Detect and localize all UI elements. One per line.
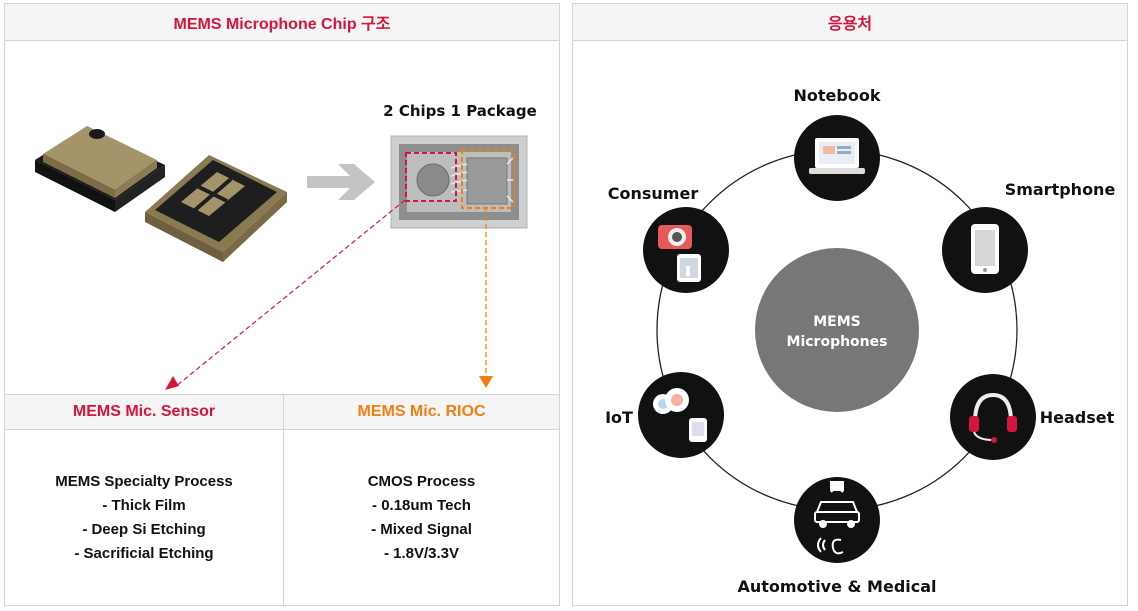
applications-panel: 응용처 MEMS Microphones Notebook	[572, 3, 1128, 606]
smartphone-icon	[971, 224, 999, 274]
sensor-pointer-line	[174, 199, 406, 388]
automotive-label: Automotive & Medical	[737, 577, 936, 596]
sensor-pointer-arrow-icon	[165, 376, 179, 390]
sensor-line: - Sacrificial Etching	[74, 544, 214, 562]
center-circle	[755, 248, 919, 412]
headset-node: Headset	[950, 374, 1115, 460]
headset-icon	[969, 392, 1017, 443]
sensor-title: MEMS Mic. Sensor	[72, 403, 216, 420]
rioc-line: - Mixed Signal	[371, 520, 472, 538]
applications-title: 응용처	[573, 4, 1127, 41]
rioc-line: CMOS Process	[367, 472, 476, 490]
chip-structure-title: MEMS Microphone Chip 구조	[5, 4, 559, 41]
iot-label: IoT	[605, 408, 633, 427]
package-label: 2 Chips 1 Package	[383, 102, 537, 120]
sensor-details: MEMS Specialty Process - Thick Film - De…	[5, 430, 283, 605]
consumer-label: Consumer	[608, 184, 699, 203]
transition-arrow-icon	[307, 164, 375, 200]
rioc-header: MEMS Mic. RIOC	[284, 394, 559, 430]
consumer-icon	[658, 225, 701, 282]
chip-bottom-view-icon	[145, 155, 287, 262]
center-label-line2: Microphones	[787, 334, 888, 350]
rioc-details: CMOS Process - 0.18um Tech - Mixed Signa…	[284, 430, 559, 605]
rioc-pointer-arrow-icon	[479, 376, 493, 388]
rioc-line: - 1.8V/3.3V	[383, 544, 460, 562]
mems-chip-package-icon	[35, 126, 165, 212]
rioc-title: MEMS Mic. RIOC	[357, 403, 486, 420]
column-divider	[283, 394, 284, 605]
sensor-line: - Thick Film	[102, 496, 186, 514]
headset-label: Headset	[1040, 408, 1115, 427]
chip-structure-panel: MEMS Microphone Chip 구조 2 Chips 1 Packag…	[4, 3, 560, 606]
automotive-medical-icon	[814, 481, 860, 555]
notebook-icon	[809, 138, 865, 174]
center-label-line1: MEMS	[813, 314, 861, 330]
automotive-node: Automotive & Medical	[737, 477, 937, 596]
consumer-node: Consumer	[608, 184, 729, 293]
sensor-highlight-box	[405, 152, 457, 202]
sensor-header: MEMS Mic. Sensor	[5, 394, 283, 430]
iot-node: IoT	[605, 372, 724, 458]
package-cross-section	[390, 135, 528, 229]
notebook-node: Notebook	[794, 86, 881, 201]
rioc-highlight-box	[461, 149, 515, 209]
smartphone-node: Smartphone	[942, 180, 1115, 293]
rioc-line: - 0.18um Tech	[372, 496, 471, 514]
sensor-line: - Deep Si Etching	[82, 520, 206, 538]
chip-illustration: 2 Chips 1 Package	[35, 102, 537, 390]
sensor-line: MEMS Specialty Process	[55, 472, 233, 490]
iot-icon	[653, 388, 707, 442]
smartphone-label: Smartphone	[1005, 180, 1116, 199]
applications-diagram: MEMS Microphones Notebook Smartpho	[605, 86, 1115, 596]
notebook-label: Notebook	[794, 86, 881, 105]
